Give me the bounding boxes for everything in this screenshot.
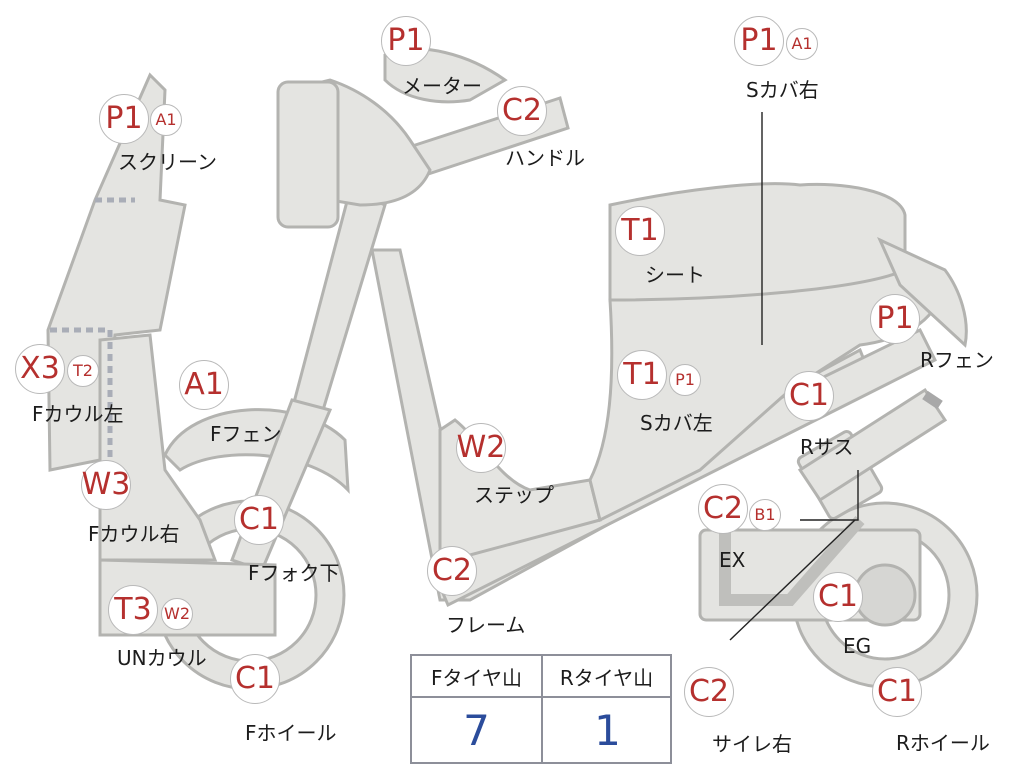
muffler-right-label: サイレ右 [712, 732, 792, 756]
frame-label: フレーム [446, 613, 526, 637]
f-cowl-left-sub-badge: T2 [67, 355, 99, 387]
f-wheel-grade-badge: C1 [230, 654, 280, 704]
s-cover-left-sub-badge: P1 [669, 364, 701, 396]
meter-grade-badge: P1 [381, 16, 431, 66]
tire-tread-table: Fタイヤ山 Rタイヤ山 7 1 [410, 654, 672, 764]
s-cover-left-grade-badge: T1 [617, 350, 667, 400]
s-cover-right-sub-badge: A1 [786, 28, 818, 60]
r-sus-label: Rサス [800, 435, 854, 459]
s-cover-left-label: Sカバ左 [640, 411, 713, 435]
frame-grade-badge: C2 [427, 546, 477, 596]
rear-tire-value: 1 [541, 698, 672, 762]
r-wheel-label: Rホイール [896, 731, 990, 755]
un-cowl-sub-badge: W2 [161, 598, 193, 630]
seat-grade-badge: T1 [615, 206, 665, 256]
rear-fender-tail [877, 236, 968, 348]
rear-tire-header: Rタイヤ山 [541, 656, 670, 698]
screen-sub-badge: A1 [150, 104, 182, 136]
leader-r-sus [800, 470, 859, 521]
meter-label: メーター [402, 74, 482, 98]
r-wheel-grade-badge: C1 [872, 667, 922, 717]
seat-label: シート [645, 263, 705, 287]
ex-label: EX [719, 548, 746, 572]
eg-label: EG [843, 634, 872, 658]
screen-grade-badge: P1 [99, 94, 149, 144]
ex-grade-badge: C2 [698, 484, 748, 534]
front-tire-header: Fタイヤ山 [412, 656, 541, 698]
eg-grade-badge: C1 [813, 572, 863, 622]
handle-grade-badge: C2 [497, 86, 547, 136]
s-cover-right-label: Sカバ右 [746, 78, 819, 102]
exhaust-pipe [719, 516, 865, 606]
step-label: ステップ [474, 483, 554, 507]
s-cover-right-grade-badge: P1 [734, 16, 784, 66]
engine-hub [853, 563, 917, 627]
f-cowl-right-grade-badge: W3 [81, 460, 131, 510]
r-sus-grade-badge: C1 [784, 371, 834, 421]
cowl-divider-2 [50, 327, 113, 470]
step-grade-badge: W2 [456, 423, 506, 473]
f-fork-grade-badge: C1 [234, 495, 284, 545]
rear-sus-body [797, 387, 948, 503]
f-fork-label: Fフォク下 [248, 561, 340, 585]
ex-sub-badge: B1 [749, 499, 781, 531]
f-cowl-left-grade-badge: X3 [15, 344, 65, 394]
leader-muffler [729, 519, 856, 641]
handle-label: ハンドル [505, 146, 585, 170]
f-cowl-right-label: Fカウル右 [88, 522, 180, 546]
f-cowl-left-label: Fカウル左 [32, 402, 124, 426]
headlight [276, 80, 340, 229]
un-cowl-label: UNカウル [117, 646, 207, 670]
f-fender-label: Fフェン [210, 422, 282, 446]
seat [608, 182, 907, 302]
r-fender-grade-badge: P1 [870, 294, 920, 344]
screen-label: スクリーン [118, 150, 217, 174]
un-cowl-grade-badge: T3 [108, 585, 158, 635]
front-tire-value: 7 [463, 705, 490, 755]
f-fender-grade-badge: A1 [179, 360, 229, 410]
muffler-right-grade-badge: C2 [684, 667, 734, 717]
headlight-cowl [308, 78, 432, 207]
f-wheel-label: Fホイール [245, 721, 337, 745]
r-fender-label: Rフェン [920, 348, 994, 372]
